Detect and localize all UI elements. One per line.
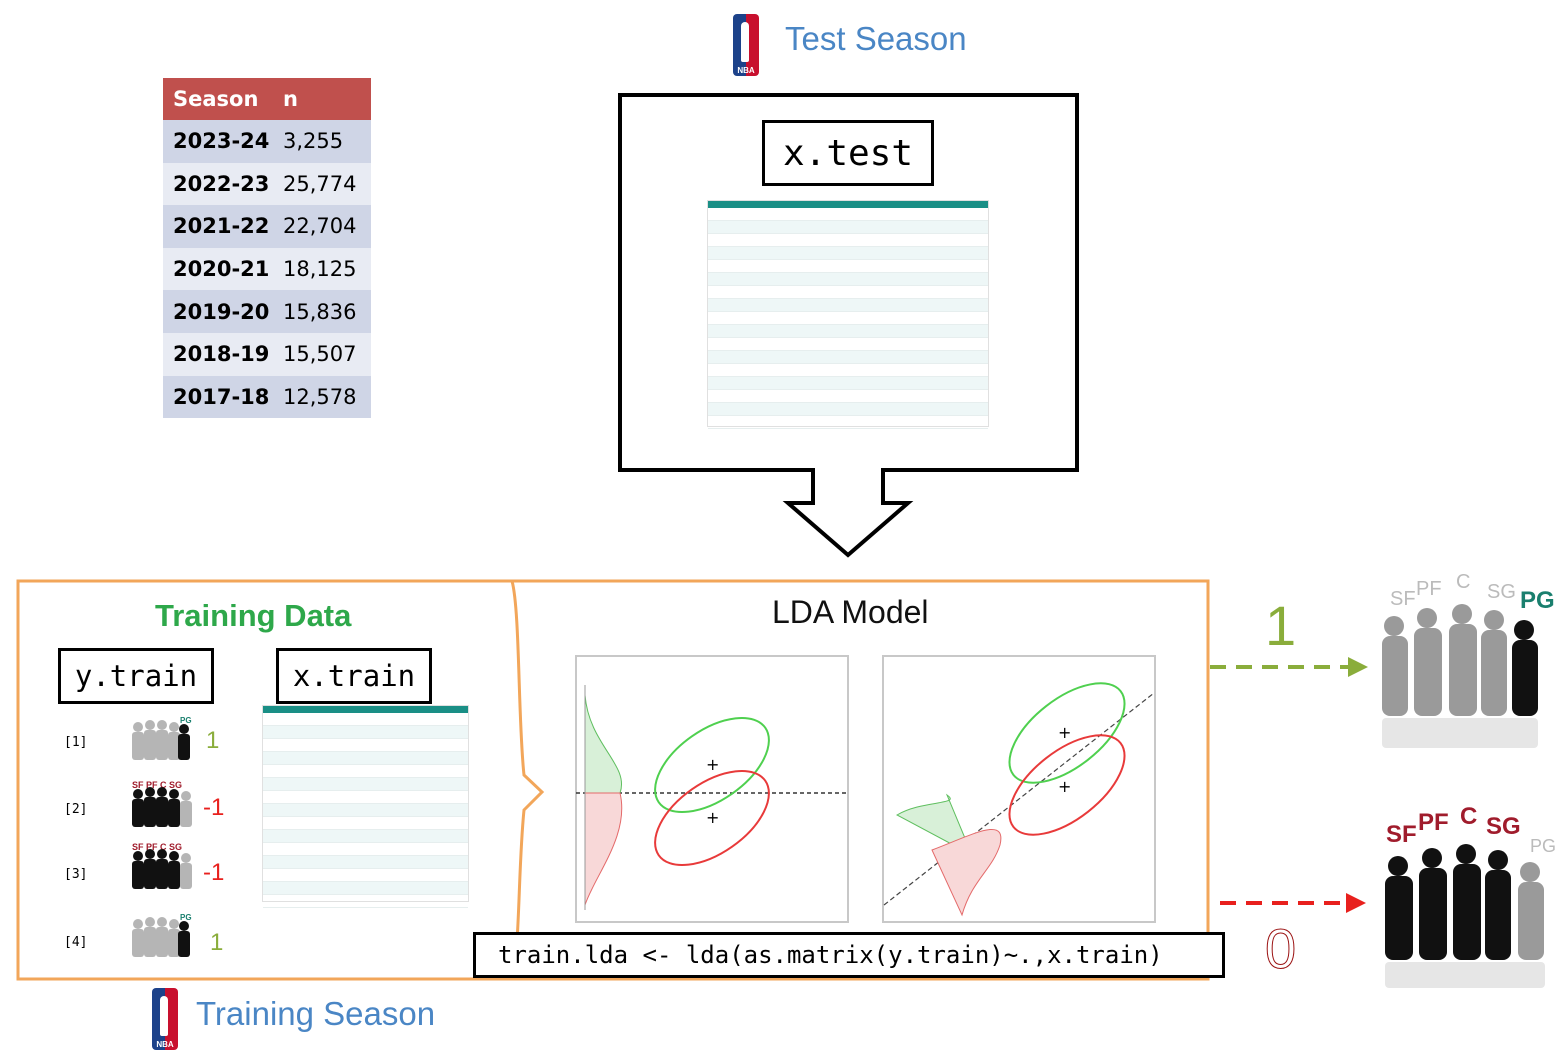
- label-pg: PG: [1520, 587, 1555, 614]
- train-index-3: [3]: [64, 867, 88, 882]
- season-cell: 2020-21: [163, 247, 273, 291]
- season-cell: 2019-20: [163, 290, 273, 333]
- n-cell: 12,578: [273, 375, 371, 419]
- n-cell: 22,704: [273, 205, 371, 248]
- season-cell: 2022-23: [163, 162, 273, 206]
- players-icon-row1: PG: [132, 716, 192, 760]
- train-value-4: 1: [210, 929, 224, 956]
- nba-logo-test: NBA: [733, 14, 759, 76]
- x-train-label: x.train: [276, 648, 432, 704]
- label-sg: SG: [1487, 581, 1516, 603]
- n-cell: 15,836: [273, 290, 371, 333]
- test-season-label: Test Season: [785, 20, 967, 57]
- pg-tag-4: PG: [180, 913, 192, 922]
- players-group-negative: SF PF C SG PG: [1385, 803, 1556, 988]
- header-n: n: [273, 78, 371, 120]
- nba-logo-train: NBA: [152, 988, 178, 1050]
- output-positive-value: 1: [1265, 594, 1297, 657]
- n-cell: 25,774: [273, 162, 371, 206]
- players-icon-row4: PG: [132, 913, 192, 957]
- lda-title: LDA Model: [772, 594, 929, 630]
- plus-mark-green-2: +: [1058, 723, 1071, 742]
- season-cell: 2021-22: [163, 205, 273, 248]
- lda-code: train.lda <- lda(as.matrix(y.train)~.,x.…: [498, 941, 1163, 969]
- label-pg-neg: PG: [1530, 836, 1556, 856]
- n-cell: 15,507: [273, 332, 371, 376]
- label-sf: SF: [1390, 588, 1416, 610]
- players-icon-row3: SF PF C SG: [132, 842, 192, 889]
- players-icon-row2: SF PF C SG: [132, 780, 192, 827]
- train-value-1: 1: [206, 727, 220, 754]
- plus-mark-green-1: +: [706, 755, 719, 774]
- n-cell: 18,125: [273, 247, 371, 291]
- lda-plot-1: + +: [575, 655, 849, 923]
- label-sf-neg: SF: [1386, 821, 1417, 848]
- season-cell: 2017-18: [163, 375, 273, 419]
- label-pf-neg: PF: [1418, 809, 1449, 836]
- train-index-2: [2]: [64, 802, 88, 817]
- season-table-header: Season n: [163, 78, 371, 120]
- n-cell: 3,255: [273, 120, 371, 163]
- output-negative-value: 0: [1264, 917, 1297, 981]
- x-test-table: [707, 200, 989, 429]
- label-c-neg: C: [1460, 803, 1477, 830]
- x-train-table: [262, 705, 469, 908]
- season-cell: 2018-19: [163, 332, 273, 376]
- players-group-positive: SF PF C SG PG: [1382, 571, 1555, 748]
- label-sg-neg: SG: [1486, 813, 1521, 840]
- label-pf: PF: [1416, 578, 1442, 600]
- plus-mark-red-1: +: [706, 808, 719, 827]
- lda-plot-2: + +: [882, 655, 1156, 923]
- train-index-4: [4]: [64, 935, 88, 950]
- x-test-label: x.test: [762, 120, 934, 186]
- training-title: Training Data: [155, 598, 352, 633]
- train-index-1: [1]: [64, 735, 88, 750]
- train-value-2: -1: [203, 794, 225, 821]
- train-value-3: -1: [203, 859, 225, 886]
- svg-text:SF PF C SG: SF PF C SG: [132, 780, 182, 790]
- pg-tag-1: PG: [180, 716, 192, 725]
- svg-text:SF PF C SG: SF PF C SG: [132, 842, 182, 852]
- training-season-label: Training Season: [196, 995, 436, 1032]
- positive-arrow: [1210, 657, 1368, 677]
- label-c: C: [1456, 571, 1470, 593]
- plus-mark-red-2: +: [1058, 777, 1071, 796]
- header-season: Season: [163, 78, 273, 120]
- season-cell: 2023-24: [163, 120, 273, 163]
- negative-arrow: [1220, 893, 1366, 913]
- lda-code-box: train.lda <- lda(as.matrix(y.train)~.,x.…: [473, 932, 1225, 978]
- y-train-label: y.train: [58, 648, 214, 704]
